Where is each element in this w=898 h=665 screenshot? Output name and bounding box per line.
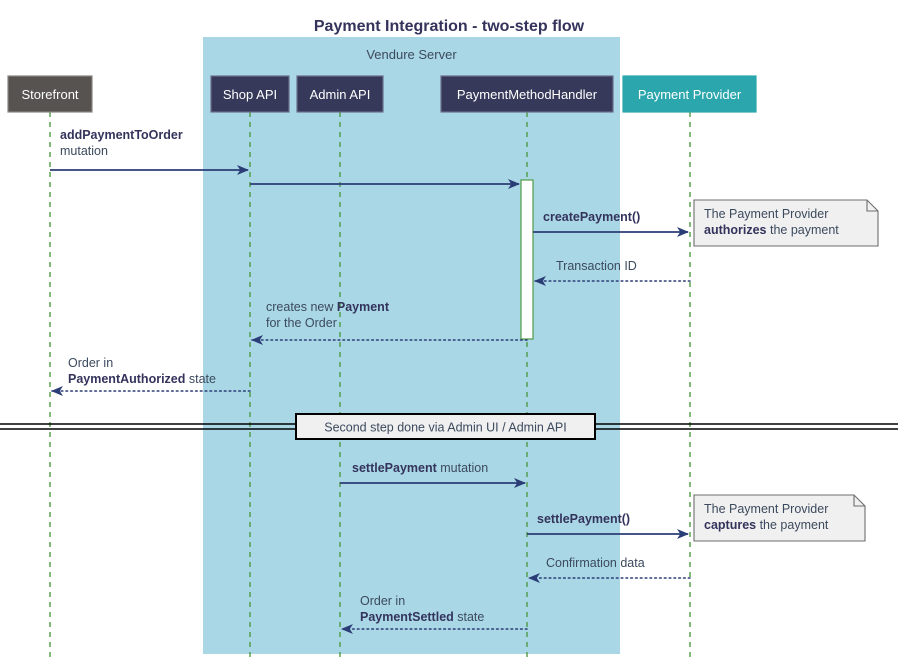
group-label: Vendure Server — [366, 47, 457, 62]
note-body — [693, 494, 866, 542]
page-title: Payment Integration - two-step flow — [314, 18, 585, 35]
participant-payment-provider: Payment Provider — [622, 75, 757, 113]
participant-label-payment-provider: Payment Provider — [638, 87, 742, 102]
message-transaction-id: Transaction ID — [534, 259, 691, 286]
participant-box-admin-api — [296, 75, 384, 113]
note-body — [693, 199, 879, 247]
participant-payment-method-handler: PaymentMethodHandler — [440, 75, 614, 113]
note-fold-corner-icon — [853, 495, 865, 507]
svg-text:Transaction ID: Transaction ID — [556, 259, 637, 273]
participants-layer: Storefront Shop API Admin API PaymentMethod… — [7, 75, 757, 113]
participant-storefront: Storefront — [7, 75, 93, 113]
participant-shop-api: Shop API — [210, 75, 290, 113]
message-settle-payment-call: settlePayment() — [527, 512, 689, 539]
participant-box-storefront — [7, 75, 93, 113]
activation-bar — [520, 179, 534, 340]
svg-text:settlePayment(): settlePayment() — [537, 512, 630, 526]
participant-box-payment-provider — [622, 75, 757, 113]
group-box-vendure-server: Vendure Server — [203, 37, 620, 654]
divider-box — [295, 413, 596, 440]
svg-text:Confirmation data: Confirmation data — [546, 556, 645, 570]
svg-text:settlePayment mutation: settlePayment mutation — [352, 461, 488, 475]
participant-label-admin-api: Admin API — [310, 87, 371, 102]
svg-text:createPayment(): createPayment() — [543, 210, 640, 224]
participant-label-shop-api: Shop API — [223, 87, 277, 102]
group-rect — [203, 37, 620, 654]
message-settle-payment-mutation: settlePayment mutation — [340, 461, 526, 488]
note-fold-corner-icon — [866, 200, 878, 212]
participant-admin-api: Admin API — [296, 75, 384, 113]
participant-box-shop-api — [210, 75, 290, 113]
participant-label-storefront: Storefront — [21, 87, 78, 102]
message-create-payment: createPayment() — [533, 210, 689, 237]
message-confirmation-data: Confirmation data — [528, 556, 691, 583]
divider-layer: Second step done via Admin UI / Admin AP… — [0, 413, 898, 440]
activation-bar-layer — [520, 179, 534, 340]
divider-label: Second step done via Admin UI / Admin AP… — [324, 421, 567, 435]
participant-box-payment-method-handler — [440, 75, 614, 113]
participant-label-payment-method-handler: PaymentMethodHandler — [457, 87, 598, 102]
